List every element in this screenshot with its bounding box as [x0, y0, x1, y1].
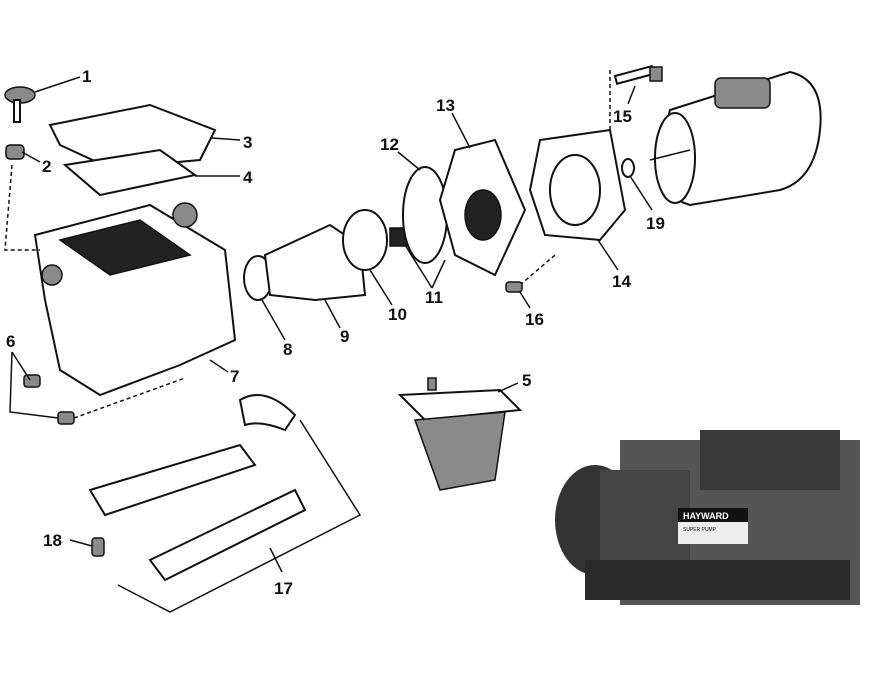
part-15-bolt	[613, 64, 663, 85]
callout-14: 14	[612, 272, 631, 291]
part-3-lid	[48, 103, 217, 170]
part-19-washer	[621, 158, 635, 178]
callout-10: 10	[388, 305, 407, 324]
part-6-drain-plug	[23, 374, 41, 388]
part-1-knob	[4, 86, 36, 123]
part-10-impeller	[342, 209, 388, 271]
callout-5: 5	[522, 371, 531, 390]
callout-2: 2	[42, 157, 51, 176]
callout-11: 11	[425, 288, 443, 307]
callout-1: 1	[82, 67, 91, 86]
part-18-screw	[91, 537, 105, 557]
callout-7: 7	[230, 367, 239, 386]
part-13-opening	[464, 189, 502, 241]
part-14-opening	[549, 154, 601, 226]
callout-18: 18	[43, 531, 62, 550]
part-16-screw	[505, 281, 523, 293]
callout-8: 8	[283, 340, 292, 359]
callout-12: 12	[380, 135, 399, 154]
callout-19: 19	[646, 214, 665, 233]
part-7-strainer-housing	[33, 202, 237, 397]
part-12-seal-ring	[402, 166, 448, 264]
callout-9: 9	[340, 327, 349, 346]
callout-15: 15	[613, 107, 632, 126]
part-6-drain-plug	[57, 411, 75, 425]
part-4-gasket	[62, 148, 198, 197]
leader-lines	[9, 76, 653, 573]
callout-6: 6	[6, 332, 15, 351]
callout-16: 16	[525, 310, 544, 329]
assembled-pump-photo: HAYWARD SUPER PUMP	[555, 430, 860, 605]
part-17-base-kit	[88, 394, 362, 613]
pump-model-label: SUPER PUMP	[683, 527, 717, 533]
pump-brand-label: HAYWARD	[683, 511, 729, 521]
part-2-plug	[5, 144, 25, 160]
motor	[649, 70, 822, 207]
part-5-basket	[397, 377, 523, 491]
callout-3: 3	[243, 133, 252, 152]
callout-13: 13	[436, 96, 455, 115]
part-9-diffuser	[263, 223, 367, 302]
callout-17: 17	[274, 579, 293, 598]
callout-4: 4	[243, 168, 253, 187]
